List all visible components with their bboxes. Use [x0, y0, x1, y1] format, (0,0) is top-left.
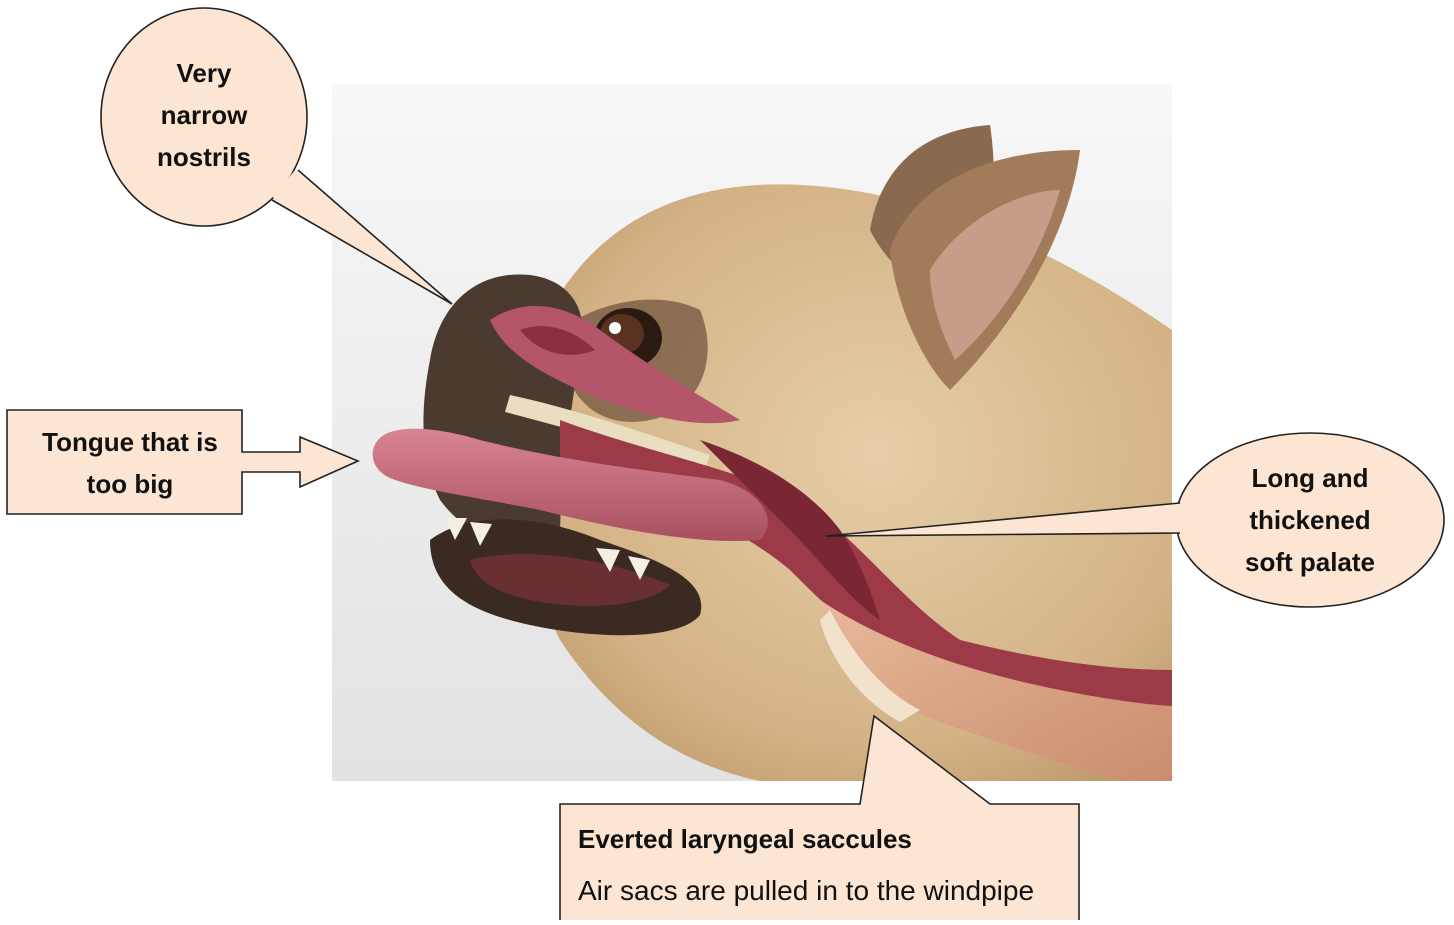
callout-saccules-description: Air sacs are pulled in to the windpipe — [578, 874, 1068, 908]
callout-tongue-label: Tongue that is too big — [12, 420, 248, 506]
callout-nostrils-label: Very narrow nostrils — [114, 50, 294, 180]
callout-saccules-text: Everted laryngeal saccules Air sacs are … — [578, 812, 1068, 920]
dog-anatomy-illustration — [332, 84, 1172, 781]
dog-eye-highlight — [609, 322, 621, 334]
callout-saccules-title: Everted laryngeal saccules — [578, 822, 1068, 856]
callout-soft-palate-label: Long and thickened soft palate — [1200, 455, 1420, 585]
